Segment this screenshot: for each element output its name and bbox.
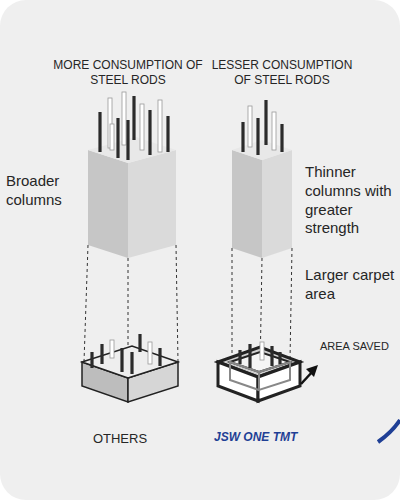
side-note: Broader columns — [6, 172, 84, 210]
steel-rod — [238, 350, 241, 364]
steel-rod — [272, 112, 276, 150]
side-note: Larger carpet area — [305, 266, 395, 304]
logo-fragment — [378, 420, 400, 442]
inner-outline — [230, 362, 259, 390]
column-face — [232, 150, 262, 258]
steel-rod — [140, 104, 144, 150]
steel-rod — [241, 122, 244, 152]
steel-rod — [148, 342, 152, 364]
column-face — [262, 150, 292, 258]
steel-rod — [100, 344, 103, 364]
column-face — [88, 150, 128, 258]
column-heading: LESSER CONSUMPTION OF STEEL RODS — [210, 58, 354, 88]
steel-rod — [110, 124, 114, 150]
steel-rod — [248, 106, 252, 147]
steel-rod — [122, 92, 126, 145]
steel-rod — [280, 124, 283, 152]
projection-line — [176, 245, 178, 362]
brand-logo: JSW ONE TMT — [214, 430, 324, 445]
projection-line — [84, 245, 88, 362]
steel-rod — [126, 120, 129, 160]
side-note: Thinner columns with greater strength — [305, 163, 395, 238]
callout-text: AREA SAVED — [320, 340, 396, 354]
steel-rod — [138, 334, 141, 352]
steel-rod — [270, 346, 273, 366]
base-top — [82, 346, 178, 378]
steel-rod — [110, 340, 114, 358]
steel-rod — [116, 118, 119, 158]
inner-outline — [259, 362, 290, 390]
steel-rod — [256, 118, 259, 155]
steel-rod — [278, 352, 281, 364]
projection-line — [232, 248, 233, 360]
caption-label: OTHERS — [70, 431, 170, 447]
column-face — [128, 150, 176, 258]
projection-line — [290, 248, 292, 360]
steel-rod — [158, 100, 162, 152]
steel-rod — [132, 96, 135, 140]
steel-rod — [120, 348, 123, 372]
arrow-head — [306, 365, 318, 377]
steel-rod — [248, 344, 251, 368]
steel-rod — [90, 352, 93, 368]
steel-rod — [148, 110, 151, 155]
column-heading: MORE CONSUMPTION OF STEEL RODS — [53, 58, 203, 88]
steel-rod — [130, 352, 133, 374]
steel-rod — [98, 112, 101, 152]
steel-rod — [260, 342, 264, 360]
steel-rod — [264, 100, 267, 145]
steel-rod — [158, 348, 161, 366]
steel-rod — [166, 116, 169, 152]
